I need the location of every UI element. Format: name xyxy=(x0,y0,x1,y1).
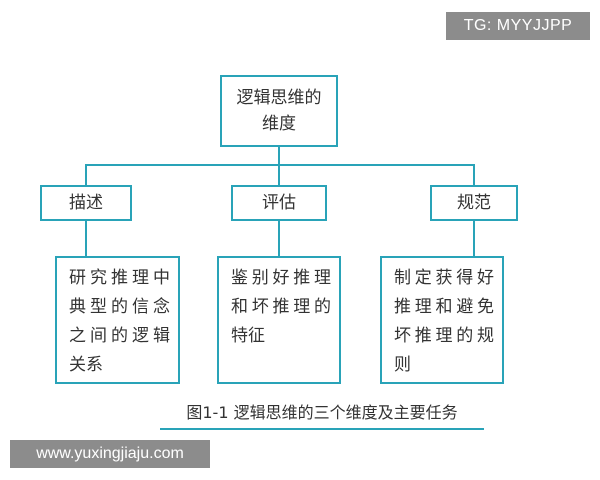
watermark-bottom: www.yuxingjiaju.com xyxy=(10,440,210,468)
connector-root-down xyxy=(278,147,280,165)
category-node-describe: 描述 xyxy=(40,185,132,221)
connector-cat-2-detail xyxy=(278,221,280,256)
root-node: 逻辑思维的维度 xyxy=(220,75,338,147)
connector-to-cat-3 xyxy=(473,164,475,185)
figure-caption: 图1-1 逻辑思维的三个维度及主要任务 xyxy=(160,400,484,430)
connector-to-cat-1 xyxy=(85,164,87,185)
connector-cat-1-detail xyxy=(85,221,87,256)
category-node-evaluate: 评估 xyxy=(231,185,327,221)
connector-horizontal xyxy=(85,164,475,166)
category-node-normalize: 规范 xyxy=(430,185,518,221)
watermark-top: TG: MYYJJPP xyxy=(446,12,590,40)
detail-node-normalize: 制定获得好推理和避免坏推理的规则 xyxy=(380,256,504,384)
connector-to-cat-2 xyxy=(278,164,280,185)
detail-node-evaluate: 鉴别好推理和坏推理的特征 xyxy=(217,256,341,384)
detail-node-describe: 研究推理中典型的信念之间的逻辑关系 xyxy=(55,256,180,384)
connector-cat-3-detail xyxy=(473,221,475,256)
